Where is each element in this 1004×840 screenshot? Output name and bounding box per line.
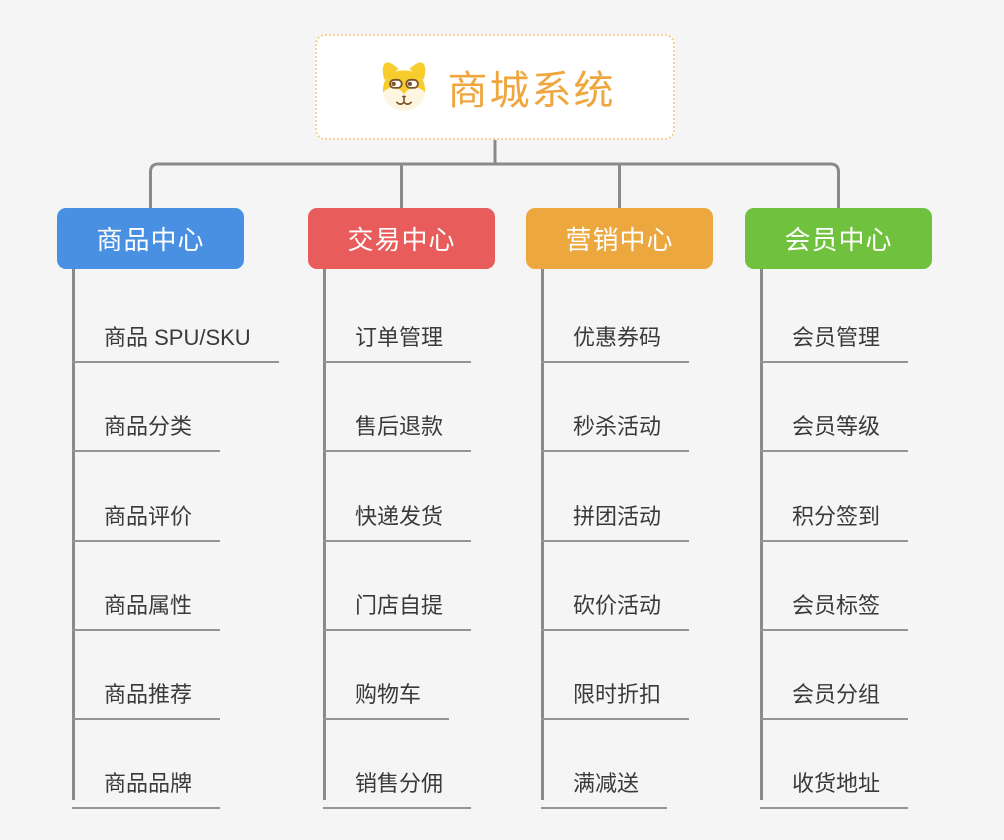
leaf-node[interactable]: 售后退款 [323,399,472,452]
leaf-node[interactable]: 快递发货 [323,489,472,542]
leaf-label: 商品 SPU/SKU [104,325,251,350]
branch-label: 交易中心 [347,225,456,255]
leaf-node[interactable]: 商品 SPU/SKU [72,310,279,363]
leaf-node[interactable]: 会员等级 [760,399,909,452]
leaf-label: 会员标签 [792,593,881,618]
branch-spine [72,269,75,800]
leaf-node[interactable]: 订单管理 [323,310,472,363]
leaf-label: 门店自提 [355,593,444,618]
leaf-label: 会员管理 [792,325,881,350]
leaf-node[interactable]: 会员分组 [760,667,909,720]
leaf-node[interactable]: 商品品牌 [72,756,221,809]
leaf-node[interactable]: 商品分类 [72,399,221,452]
leaf-label: 销售分佣 [355,771,444,796]
root-title: 商城系统 [447,69,616,113]
root-node[interactable]: 商城系统 [315,34,675,140]
leaf-label: 拼团活动 [573,504,662,529]
branch-node-2[interactable]: 交易中心 [308,208,495,269]
branch-label: 会员中心 [784,225,893,255]
branch-spine [760,269,763,800]
leaf-node[interactable]: 优惠券码 [541,310,690,363]
leaf-node[interactable]: 拼团活动 [541,489,690,542]
leaf-label: 会员等级 [792,414,881,439]
leaf-label: 优惠券码 [573,325,662,350]
branch-node-3[interactable]: 营销中心 [526,208,713,269]
branch-label: 商品中心 [96,225,205,255]
branch-spine [323,269,326,800]
leaf-node[interactable]: 限时折扣 [541,667,690,720]
leaf-label: 限时折扣 [573,682,662,707]
leaf-node[interactable]: 商品推荐 [72,667,221,720]
leaf-node[interactable]: 收货地址 [760,756,909,809]
leaf-node[interactable]: 销售分佣 [323,756,472,809]
leaf-label: 商品推荐 [104,682,193,707]
leaf-node[interactable]: 商品属性 [72,578,221,631]
branch-node-4[interactable]: 会员中心 [745,208,932,269]
leaf-node[interactable]: 砍价活动 [541,578,690,631]
leaf-label: 秒杀活动 [573,414,662,439]
leaf-node[interactable]: 门店自提 [323,578,472,631]
leaf-node[interactable]: 商品评价 [72,489,221,542]
leaf-node[interactable]: 积分签到 [760,489,909,542]
leaf-node[interactable]: 会员标签 [760,578,909,631]
leaf-label: 砍价活动 [573,593,662,618]
doge-icon [382,62,425,111]
leaf-label: 商品分类 [104,414,193,439]
leaf-label: 收货地址 [792,771,881,796]
branch-spine [541,269,544,800]
leaf-label: 快递发货 [355,504,444,529]
branch-label: 营销中心 [565,225,674,255]
leaf-label: 售后退款 [355,414,444,439]
leaf-label: 满减送 [573,771,640,796]
leaf-label: 积分签到 [792,504,881,529]
leaf-node[interactable]: 会员管理 [760,310,909,363]
leaf-label: 购物车 [355,682,422,707]
leaf-label: 商品属性 [104,593,193,618]
leaf-label: 商品评价 [104,504,193,529]
branch-node-1[interactable]: 商品中心 [57,208,244,269]
leaf-label: 商品品牌 [104,771,193,796]
leaf-node[interactable]: 满减送 [541,756,668,809]
leaf-label: 订单管理 [355,325,444,350]
leaf-node[interactable]: 购物车 [323,667,450,720]
leaf-label: 会员分组 [792,682,881,707]
leaf-node[interactable]: 秒杀活动 [541,399,690,452]
connector-rail [149,162,840,208]
